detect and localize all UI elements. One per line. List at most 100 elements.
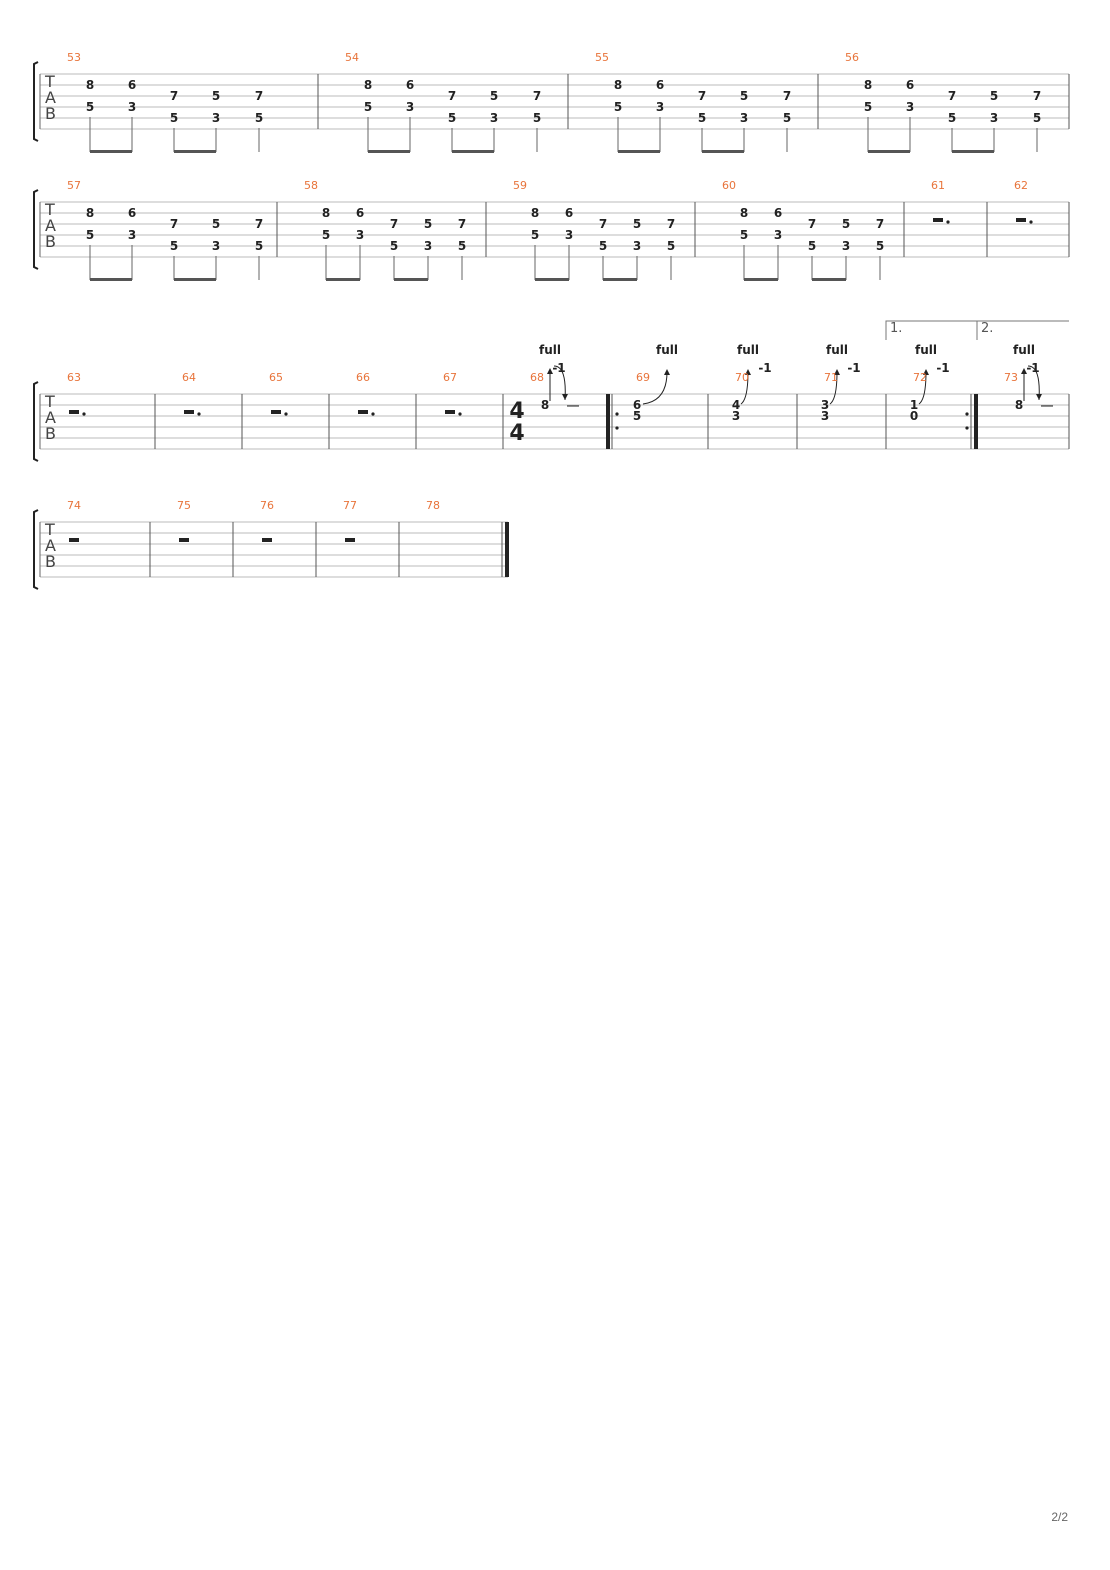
barlines-layer	[39, 74, 1070, 577]
fret-number: 8	[614, 78, 622, 92]
volta-bracket	[885, 320, 977, 340]
fret-number: 5	[599, 239, 607, 253]
measure-number: 71	[824, 371, 838, 384]
measure-number: 77	[343, 499, 357, 512]
fret-number: 5	[876, 239, 884, 253]
fret-number: 7	[390, 217, 398, 231]
fret-number: 3	[740, 111, 748, 125]
tab-clef-letter: B	[45, 424, 56, 443]
bend-arrow	[642, 371, 668, 405]
fret-number: 5	[170, 111, 178, 125]
repeat-start-thick	[606, 394, 610, 449]
fret-number: 3	[565, 228, 573, 242]
fret-number: 5	[633, 409, 641, 423]
rest-dot	[82, 412, 86, 416]
eighth-beam	[868, 150, 910, 153]
fret-number: 7	[458, 217, 466, 231]
fret-number: 5	[255, 239, 263, 253]
system-bracket	[33, 381, 39, 462]
bend-label: full	[915, 343, 937, 357]
rest-dot	[371, 412, 375, 416]
repeat-dot	[615, 412, 619, 416]
fret-number: 7	[808, 217, 816, 231]
eighth-beam	[952, 150, 994, 153]
measure-number: 66	[356, 371, 370, 384]
dotted-half-rest	[271, 410, 281, 414]
dotted-half-rest	[358, 410, 368, 414]
fret-number: 5	[667, 239, 675, 253]
fret-number: 5	[531, 228, 539, 242]
volta-label: 1.	[890, 321, 902, 336]
fret-number: 7	[698, 89, 706, 103]
measure-number: 69	[636, 371, 650, 384]
fret-number: 3	[128, 228, 136, 242]
measure-number: 73	[1004, 371, 1018, 384]
fret-number: 5	[86, 228, 94, 242]
bend-release-amount: -1	[847, 361, 860, 375]
measure-number: 62	[1014, 179, 1028, 192]
page-number: 2/2	[1051, 1510, 1068, 1524]
measure-number: 70	[735, 371, 749, 384]
fret-number: 7	[170, 89, 178, 103]
eighth-beam	[90, 278, 132, 281]
bend-arrow	[918, 371, 927, 405]
eighth-beam	[326, 278, 360, 281]
fret-number: 7	[170, 217, 178, 231]
fret-number: 5	[86, 100, 94, 114]
measure-number: 64	[182, 371, 196, 384]
fret-number: 3	[212, 239, 220, 253]
tab-clef-letter: T	[44, 520, 55, 539]
bend-label: full	[539, 343, 561, 357]
measure-number: 74	[67, 499, 81, 512]
time-signature-denominator: 4	[509, 421, 524, 446]
release-arrowhead	[562, 394, 568, 400]
repeat-dot	[615, 426, 619, 430]
fret-number: 7	[255, 89, 263, 103]
time-signature-numerator: 4	[509, 399, 524, 424]
fret-number: 3	[633, 239, 641, 253]
repeat-dot	[965, 412, 969, 416]
bend-label: full	[826, 343, 848, 357]
fret-number: 5	[390, 239, 398, 253]
tab-clef-letter: B	[45, 552, 56, 571]
bend-label: full	[1013, 343, 1035, 357]
notes-layer: 8563755375856375537585637553758563755375…	[69, 78, 1053, 542]
tab-clef-letter: B	[45, 232, 56, 251]
fret-number: 5	[614, 100, 622, 114]
half-rest	[69, 538, 79, 542]
tab-clef-letter: T	[44, 392, 55, 411]
eighth-beam	[618, 150, 660, 153]
fret-number: 5	[698, 111, 706, 125]
system-bracket	[33, 189, 39, 270]
eighth-beam	[174, 278, 216, 281]
eighth-beam	[702, 150, 744, 153]
dotted-half-rest	[445, 410, 455, 414]
measure-number: 53	[67, 51, 81, 64]
bend-arrowhead	[745, 369, 751, 375]
bend-release-amount: -1	[552, 361, 565, 375]
fret-number: 7	[783, 89, 791, 103]
fret-number: 7	[948, 89, 956, 103]
fret-number: 8	[740, 206, 748, 220]
fret-number: 6	[128, 206, 136, 220]
fret-number: 5	[783, 111, 791, 125]
tab-clef-letter: T	[44, 200, 55, 219]
measure-number: 68	[530, 371, 544, 384]
measure-number: 78	[426, 499, 440, 512]
fret-number: 5	[255, 111, 263, 125]
dotted-half-rest	[184, 410, 194, 414]
fret-number: 3	[490, 111, 498, 125]
fret-number: 3	[212, 111, 220, 125]
fret-number: 5	[458, 239, 466, 253]
fret-number: 5	[322, 228, 330, 242]
fret-number: 7	[667, 217, 675, 231]
fret-number: 6	[565, 206, 573, 220]
system-bracket	[33, 61, 39, 142]
fret-number: 5	[448, 111, 456, 125]
eighth-beam	[90, 150, 132, 153]
bend-arrowhead	[1021, 368, 1027, 374]
fret-number: 5	[842, 217, 850, 231]
measure-number: 60	[722, 179, 736, 192]
staff-lines-layer	[33, 61, 1069, 590]
